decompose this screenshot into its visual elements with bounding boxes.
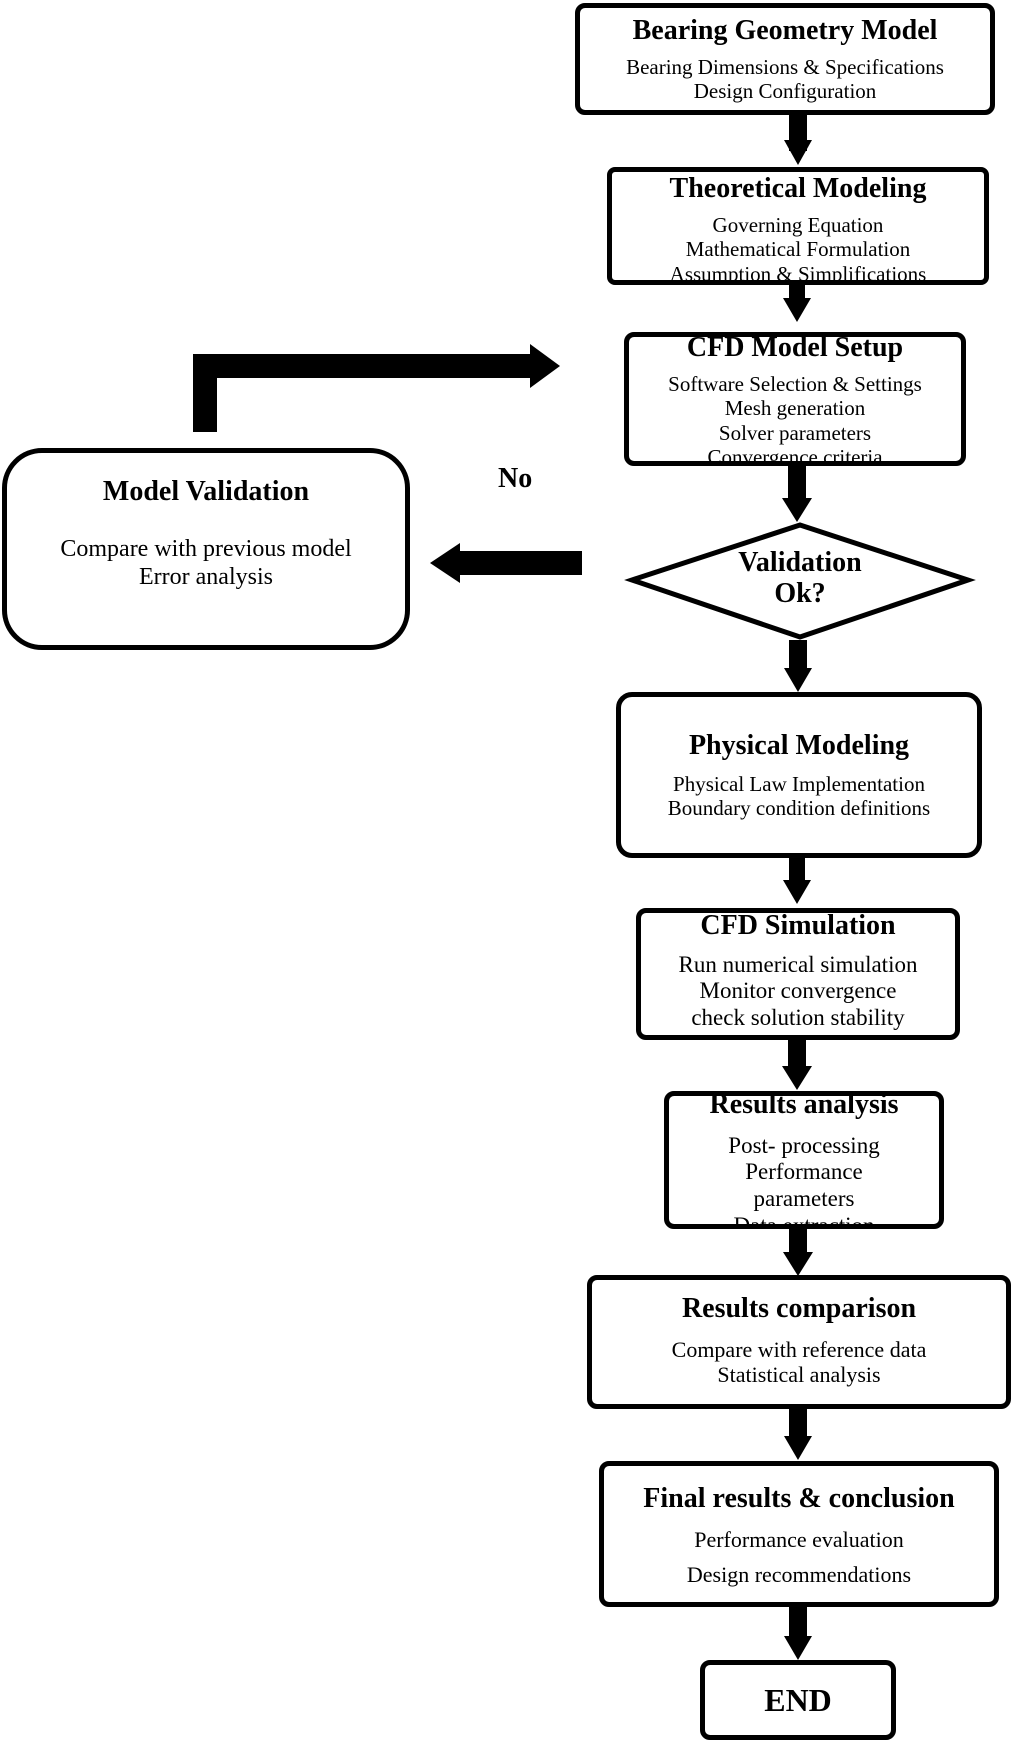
arrow-geometry-to-theoretical bbox=[784, 113, 812, 165]
arrow-feedback-loop bbox=[193, 344, 560, 432]
results-analysis-box: Results analysis Post- processing Perfor… bbox=[664, 1091, 944, 1229]
final-results-line: Performance evaluation bbox=[694, 1526, 904, 1552]
model-validation-line: Error analysis bbox=[139, 563, 273, 590]
results-comparison-line: Compare with reference data bbox=[671, 1336, 927, 1362]
arrow-theoretical-to-cfd-setup bbox=[783, 283, 811, 322]
model-validation-box: Model Validation Compare with previous m… bbox=[2, 448, 410, 650]
cfd-model-setup-title: CFD Model Setup bbox=[686, 332, 904, 363]
cfd-model-setup-line: Software Selection & Settings bbox=[668, 371, 922, 396]
cfd-model-setup-line: Mesh generation bbox=[724, 396, 866, 421]
theoretical-modeling-title: Theoretical Modeling bbox=[669, 173, 927, 204]
bearing-geometry-title: Bearing Geometry Model bbox=[632, 15, 938, 46]
results-analysis-line: Post- processing bbox=[728, 1132, 880, 1158]
physical-modeling-box: Physical Modeling Physical Law Implement… bbox=[616, 692, 982, 858]
validation-decision-text: Validation Ok? bbox=[700, 547, 900, 610]
results-analysis-line: Performance bbox=[745, 1159, 863, 1185]
final-results-title: Final results & conclusion bbox=[643, 1483, 955, 1514]
model-validation-line: Compare with previous model bbox=[60, 535, 352, 562]
cfd-simulation-line: Monitor convergence bbox=[699, 978, 897, 1004]
results-comparison-line: Statistical analysis bbox=[717, 1362, 881, 1388]
arrow-final-to-end bbox=[784, 1604, 812, 1660]
arrow-comparison-to-final bbox=[784, 1408, 812, 1460]
physical-modeling-line: Physical Law Implementation bbox=[673, 771, 925, 796]
cfd-simulation-box: CFD Simulation Run numerical simulation … bbox=[636, 908, 960, 1040]
final-results-box: Final results & conclusion Performance e… bbox=[599, 1461, 999, 1607]
arrow-cfd-setup-to-decision bbox=[782, 465, 812, 522]
physical-modeling-line: Boundary condition definitions bbox=[667, 796, 931, 821]
validation-decision-diamond bbox=[624, 522, 976, 640]
results-analysis-line: parameters bbox=[753, 1186, 855, 1212]
arrow-results-analysis-to-comparison bbox=[783, 1226, 813, 1276]
bearing-geometry-line: Bearing Dimensions & Specifications bbox=[626, 54, 944, 79]
cfd-simulation-line: Run numerical simulation bbox=[678, 951, 918, 977]
end-box: END bbox=[700, 1660, 896, 1740]
end-title: END bbox=[764, 1682, 832, 1718]
arrow-decision-to-physical bbox=[784, 640, 812, 692]
theoretical-modeling-line: Assumption & Simplifications bbox=[669, 261, 927, 285]
validation-decision-line: Validation bbox=[738, 547, 862, 578]
bearing-geometry-line: Design Configuration bbox=[693, 79, 877, 104]
arrow-cfd-simulation-to-results-analysis bbox=[782, 1038, 812, 1090]
validation-decision-line: Ok? bbox=[774, 578, 826, 610]
results-analysis-line: Data extraction bbox=[733, 1212, 875, 1229]
no-branch-label: No bbox=[498, 463, 533, 494]
theoretical-modeling-line: Governing Equation bbox=[712, 212, 884, 237]
results-comparison-title: Results comparison bbox=[681, 1293, 917, 1324]
arrow-physical-to-cfd-simulation bbox=[783, 858, 811, 904]
results-analysis-title: Results analysis bbox=[709, 1091, 899, 1120]
cfd-model-setup-line: Solver parameters bbox=[718, 420, 872, 445]
results-comparison-box: Results comparison Compare with referenc… bbox=[587, 1275, 1011, 1409]
physical-modeling-title: Physical Modeling bbox=[688, 730, 910, 761]
theoretical-modeling-box: Theoretical Modeling Governing Equation … bbox=[607, 167, 989, 285]
bearing-geometry-box: Bearing Geometry Model Bearing Dimension… bbox=[575, 3, 995, 115]
cfd-model-setup-line: Convergence criteria bbox=[707, 444, 883, 466]
model-validation-title: Model Validation bbox=[102, 476, 310, 507]
theoretical-modeling-line: Mathematical Formulation bbox=[685, 237, 911, 262]
cfd-simulation-title: CFD Simulation bbox=[700, 910, 896, 941]
final-results-line: Design recommendations bbox=[686, 1562, 912, 1588]
arrow-no-branch bbox=[430, 543, 582, 583]
cfd-model-setup-box: CFD Model Setup Software Selection & Set… bbox=[624, 332, 966, 466]
cfd-simulation-line: check solution stability bbox=[691, 1005, 905, 1031]
